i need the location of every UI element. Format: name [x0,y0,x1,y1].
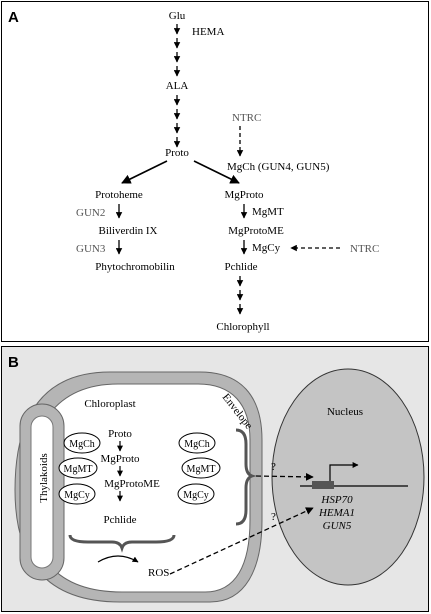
node-chlorophyll: Chlorophyll [216,321,269,333]
enzyme-oval-right-mgch: MgCh [178,432,216,454]
node-mgproto: MgProto [224,189,264,201]
node-mgch: MgCh (GUN4, GUN5) [227,161,330,173]
transcription-arrow [329,462,359,481]
node-mgmt: MgMT [252,206,284,218]
nucleus [271,368,425,586]
thylakoids [19,403,65,581]
b-mgproto: MgProto [100,453,140,465]
thylakoids-label: Thylakoids [38,453,50,503]
promoter-box [312,481,334,489]
node-ntrc-top: NTRC [232,112,261,124]
b-proto: Proto [108,428,132,440]
enzyme-label: MgCy [64,490,90,501]
b-ros: ROS [148,567,169,579]
nucleus-label: Nucleus [327,406,363,418]
enzyme-oval-left-mgch: MgCh [63,432,101,454]
dashed-arrow-ros-to-nucleus [169,507,314,575]
enzyme-label: MgCh [69,439,95,450]
question-mark-1: ? [271,461,276,473]
panel-a-label: A [8,9,19,26]
chloroplast-label: Chloroplast [84,398,135,410]
right-brace [235,428,257,526]
node-gun3: GUN3 [76,243,106,255]
node-glu: Glu [169,10,186,22]
arrow-proto-to-mgproto [193,160,240,184]
node-ntrc-right: NTRC [350,243,379,255]
node-pchlide: Pchlide [225,261,258,273]
node-mgprotome: MgProtoME [228,225,284,237]
node-ala: ALA [166,80,189,92]
gene-hema1: HEMA1 [318,507,355,519]
enzyme-label: MgMT [187,464,216,475]
enzyme-oval-right-mgcy: MgCy [177,483,215,505]
panel-b-label: B [8,354,19,371]
enzyme-label: MgMT [64,464,93,475]
b-pchlide: Pchlide [104,514,137,526]
gene-hsp70: HSP70 [320,494,353,506]
enzyme-label: MgCy [183,490,209,501]
question-mark-2: ? [271,511,276,523]
node-gun2: GUN2 [76,207,105,219]
node-biliverdin: Biliverdin IX [99,225,158,237]
ros-curved-arrow [97,555,139,563]
node-hema: HEMA [192,26,224,38]
node-mgcy: MgCy [252,242,281,254]
dashed-arrow-plastid-to-nucleus [255,472,314,481]
enzyme-oval-left-mgmt: MgMT [58,457,98,479]
node-phytochromobilin: Phytochromobilin [95,261,175,273]
node-protoheme: Protoheme [95,189,143,201]
enzyme-oval-left-mgcy: MgCy [58,483,96,505]
enzyme-oval-right-mgmt: MgMT [181,457,221,479]
arrow-proto-to-protoheme [121,160,168,184]
bottom-brace [68,534,176,553]
node-proto: Proto [165,147,189,159]
b-mgprotome: MgProtoME [104,478,160,490]
gene-gun5: GUN5 [323,520,352,532]
enzyme-label: MgCh [184,439,210,450]
